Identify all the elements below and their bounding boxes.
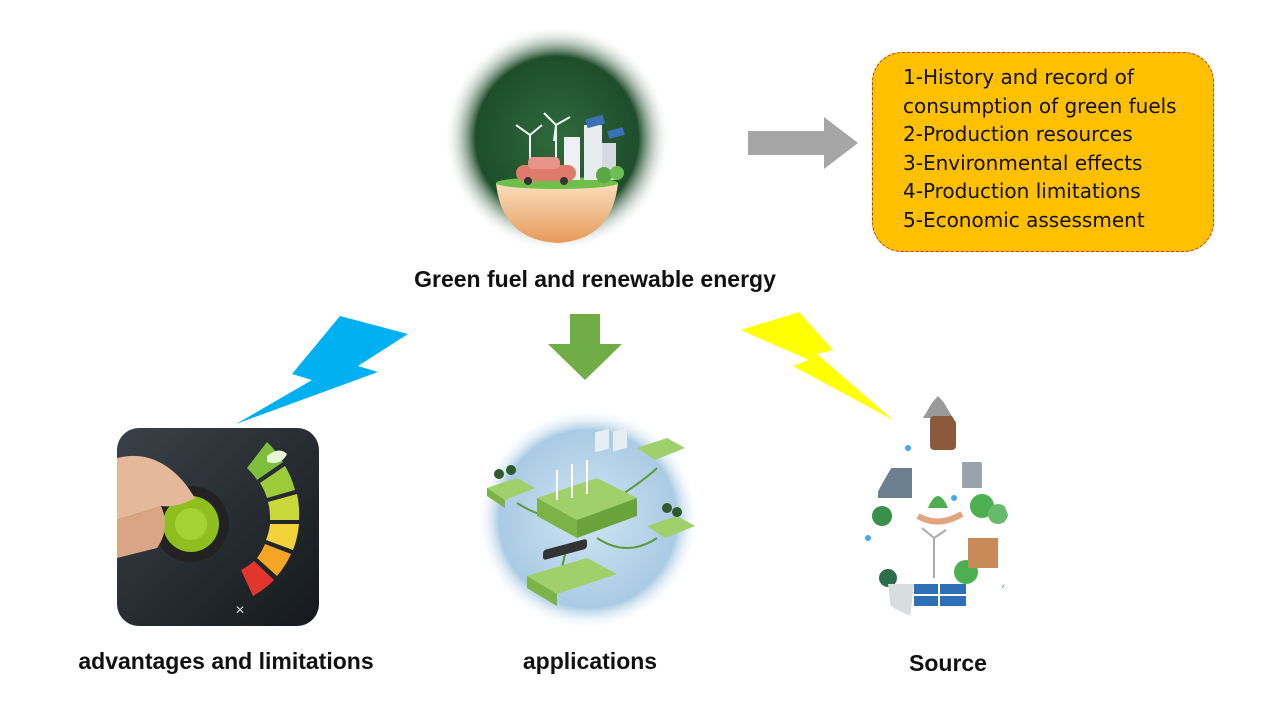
- green-down-arrow: [548, 314, 622, 380]
- applications-image: [477, 408, 699, 630]
- topic-line: 3-Environmental effects: [903, 150, 1143, 175]
- topic-line: 5-Economic assessment: [903, 207, 1145, 232]
- topic-line: 1-History and record of: [903, 65, 1134, 89]
- energy-dial-knob-icon: ✕: [117, 428, 319, 626]
- green-city-globe-icon: [444, 25, 670, 251]
- source-image: [858, 388, 1018, 623]
- topics-list: 1-History and record of consumption of g…: [903, 63, 1213, 235]
- topics-box: 1-History and record of consumption of g…: [872, 52, 1214, 252]
- label-source: Source: [909, 650, 987, 676]
- svg-text:✕: ✕: [235, 603, 245, 617]
- grey-arrow: [748, 117, 858, 169]
- topic-line: 2-Production resources: [903, 122, 1133, 147]
- yellow-lightning-icon: [733, 308, 898, 423]
- center-title: Green fuel and renewable energy: [414, 266, 776, 292]
- center-globe-image: [444, 25, 670, 251]
- advantages-image: ✕: [117, 428, 319, 626]
- topic-line: 4-Production limitations: [903, 179, 1141, 204]
- isometric-solar-wind-islands-icon: [477, 408, 699, 630]
- blue-lightning-icon: [230, 310, 415, 430]
- topic-line: consumption of green fuels: [903, 93, 1177, 118]
- eco-water-drop-collage-icon: [862, 392, 1014, 620]
- label-applications: applications: [522, 648, 658, 674]
- label-advantages-and-limitations: advantages and limitations: [78, 648, 374, 674]
